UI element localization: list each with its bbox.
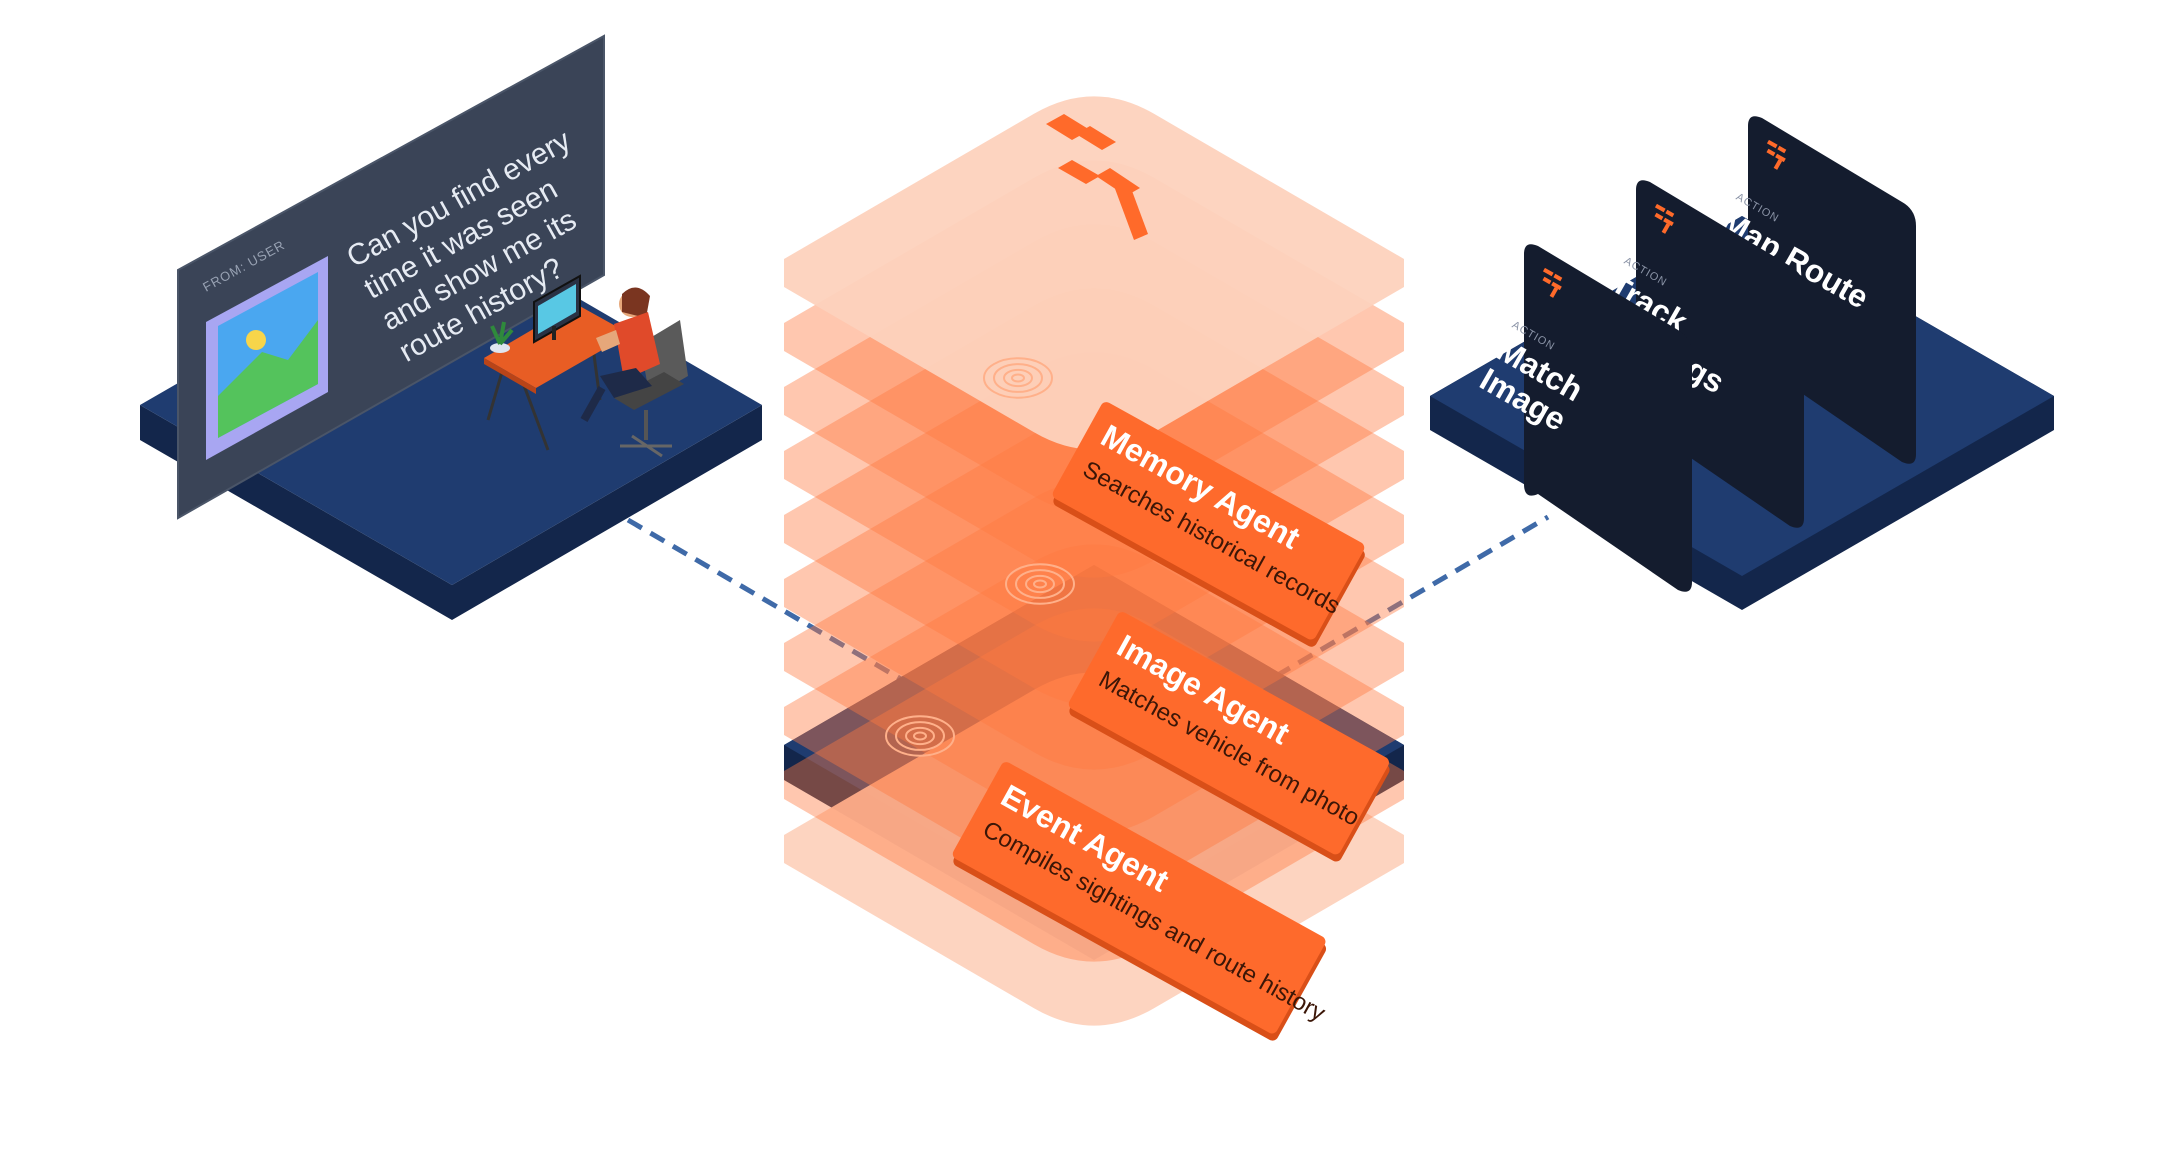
signal-ring-icon [1005, 563, 1075, 605]
person-at-desk-illustration [484, 274, 688, 458]
connectors [626, 514, 1550, 699]
agent-layer-10 [784, 96, 1404, 450]
user-platform [140, 225, 762, 620]
signal-ring-icon [983, 357, 1053, 399]
brand-logo-icon [1654, 203, 1675, 234]
brand-logo-icon [1766, 139, 1787, 170]
image-icon [206, 256, 328, 460]
user-platform-top [140, 225, 762, 585]
brand-logo-icon [1046, 114, 1148, 240]
brand-logo-icon [1542, 267, 1563, 298]
connector-stack-to-actions [1274, 514, 1550, 679]
agent-layer-6 [784, 352, 1404, 706]
signal-ring-icon [885, 715, 955, 757]
connector-user-to-stack [626, 517, 932, 699]
